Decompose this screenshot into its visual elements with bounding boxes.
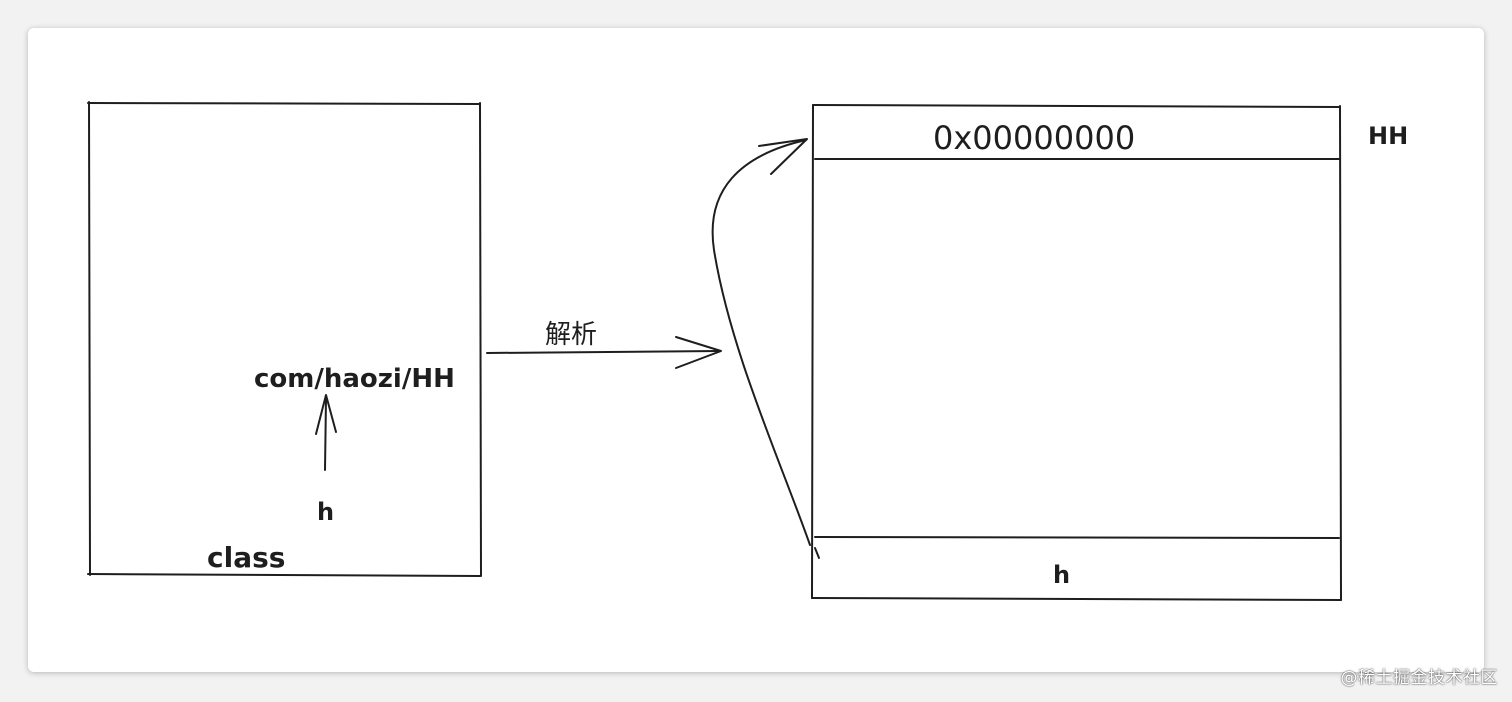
diagram-canvas (28, 28, 1484, 672)
reference-up-arrow (315, 394, 337, 471)
site-watermark: @稀土掘金技术社区 (1340, 668, 1498, 688)
class-file-box (87, 101, 482, 577)
object-address-label: 0x00000000 (933, 119, 1135, 157)
class-file-label: class (207, 541, 285, 574)
parse-label: 解析 (545, 320, 597, 350)
resolve-curved-arrow (711, 138, 820, 559)
memory-object-box (811, 104, 1342, 601)
constant-pool-path-label: com/haozi/HH (254, 364, 455, 394)
symbolic-reference-label: h (317, 498, 334, 526)
object-type-label: HH (1368, 122, 1408, 150)
field-divider (814, 536, 1340, 539)
parse-arrow (486, 336, 722, 369)
object-field-label: h (1053, 561, 1070, 589)
